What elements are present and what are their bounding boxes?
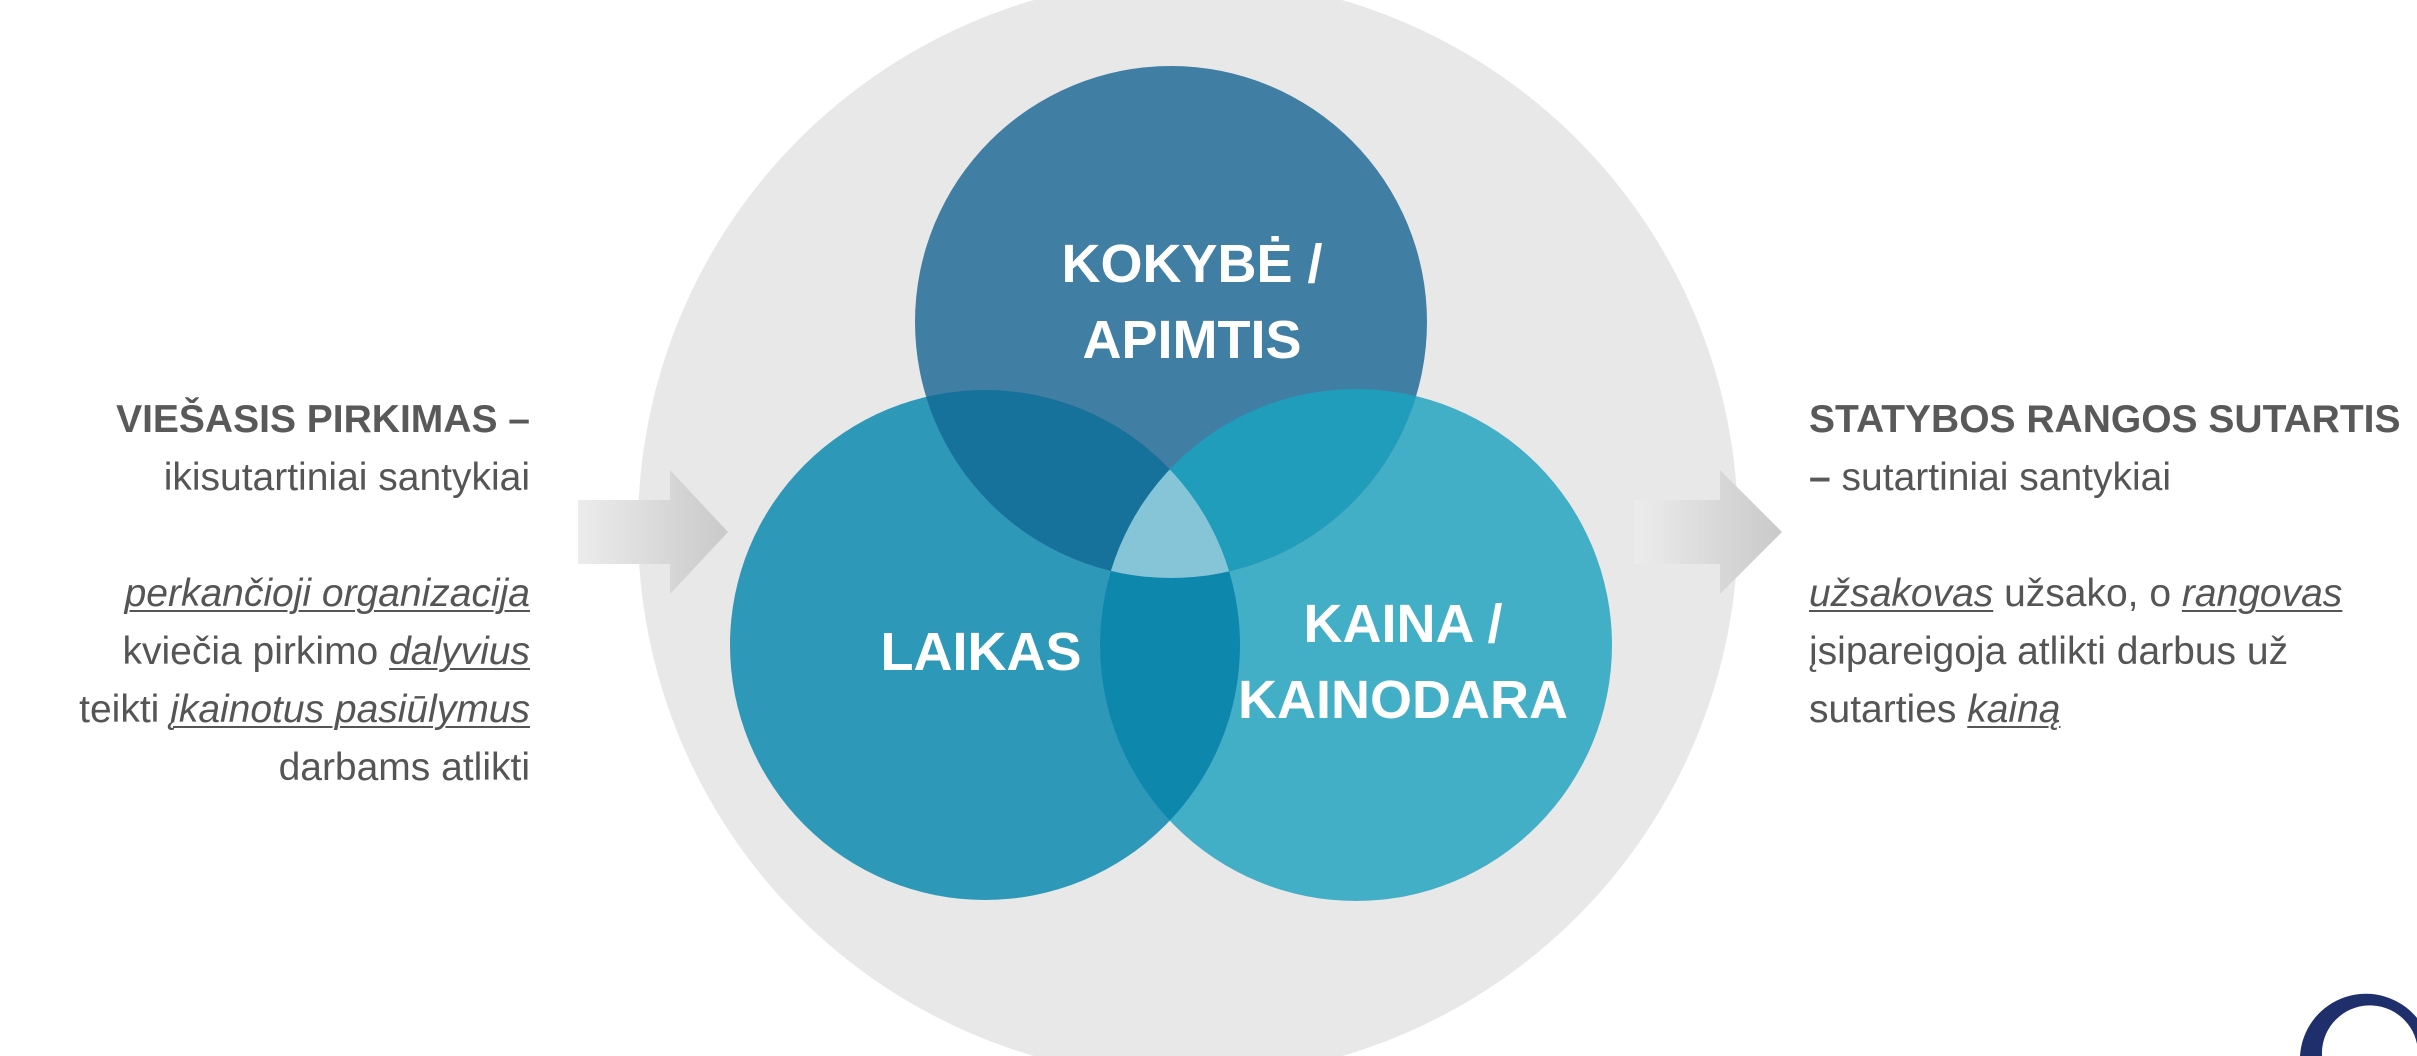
left-line-3: teikti įkainotus pasiūlymus [0, 681, 530, 739]
left-line-2: kviečia pirkimo dalyvius [0, 623, 530, 681]
label-kaina-line1: KAINA / [1304, 594, 1503, 654]
logo-mark [2300, 993, 2417, 1056]
right-panel: STATYBOS RANGOS SUTARTIS – sutartiniai s… [1809, 391, 2409, 739]
left-line-1: perkančioji organizacija [0, 565, 530, 623]
left-subheading: ikisutartiniai santykiai [163, 456, 530, 499]
label-kaina-line2: KAINODARA [1238, 670, 1568, 730]
right-line-3: sutarties kainą [1809, 681, 2409, 739]
left-arrow [578, 470, 728, 594]
label-kokybe-line1: KOKYBĖ / [1061, 234, 1322, 294]
left-line-2-text: kviečia pirkimo [122, 630, 390, 673]
right-line-3-text: sutarties [1809, 688, 1968, 731]
overlap-top-left [915, 390, 1240, 578]
term-rangovas: rangovas [2181, 572, 2343, 615]
right-arrow [1635, 470, 1782, 594]
left-spacer [0, 507, 530, 565]
right-subheading: sutartiniai santykiai [1830, 456, 2172, 499]
label-kokybe-line2: APIMTIS [1082, 310, 1301, 370]
term-ikainotus: įkainotus pasiūlymus [170, 688, 530, 731]
overlap-top-right [1100, 389, 1427, 578]
right-spacer [1809, 507, 2409, 565]
right-heading: STATYBOS RANGOS SUTARTIS [1809, 398, 2401, 441]
right-line-1: užsakovas užsako, o rangovas [1809, 565, 2409, 623]
label-laikas: LAIKAS [881, 622, 1082, 682]
term-perkancioji: perkančioji organizacija [124, 572, 530, 615]
term-uzsakovas: užsakovas [1809, 572, 1994, 615]
left-heading: VIEŠASIS PIRKIMAS – [116, 398, 530, 441]
term-kaina: kainą [1967, 688, 2061, 731]
term-dalyvius: dalyvius [389, 630, 530, 673]
left-line-4: darbams atlikti [278, 746, 530, 789]
left-panel: VIEŠASIS PIRKIMAS – ikisutartiniai santy… [0, 391, 530, 797]
right-subheading-line: – sutartiniai santykiai [1809, 449, 2409, 507]
right-line-1-text: užsako, o [1993, 572, 2182, 615]
right-line-2: įsipareigoja atlikti darbus už [1809, 630, 2289, 673]
left-line-3-text: teikti [79, 688, 171, 731]
right-subheading-dash: – [1809, 456, 1831, 499]
